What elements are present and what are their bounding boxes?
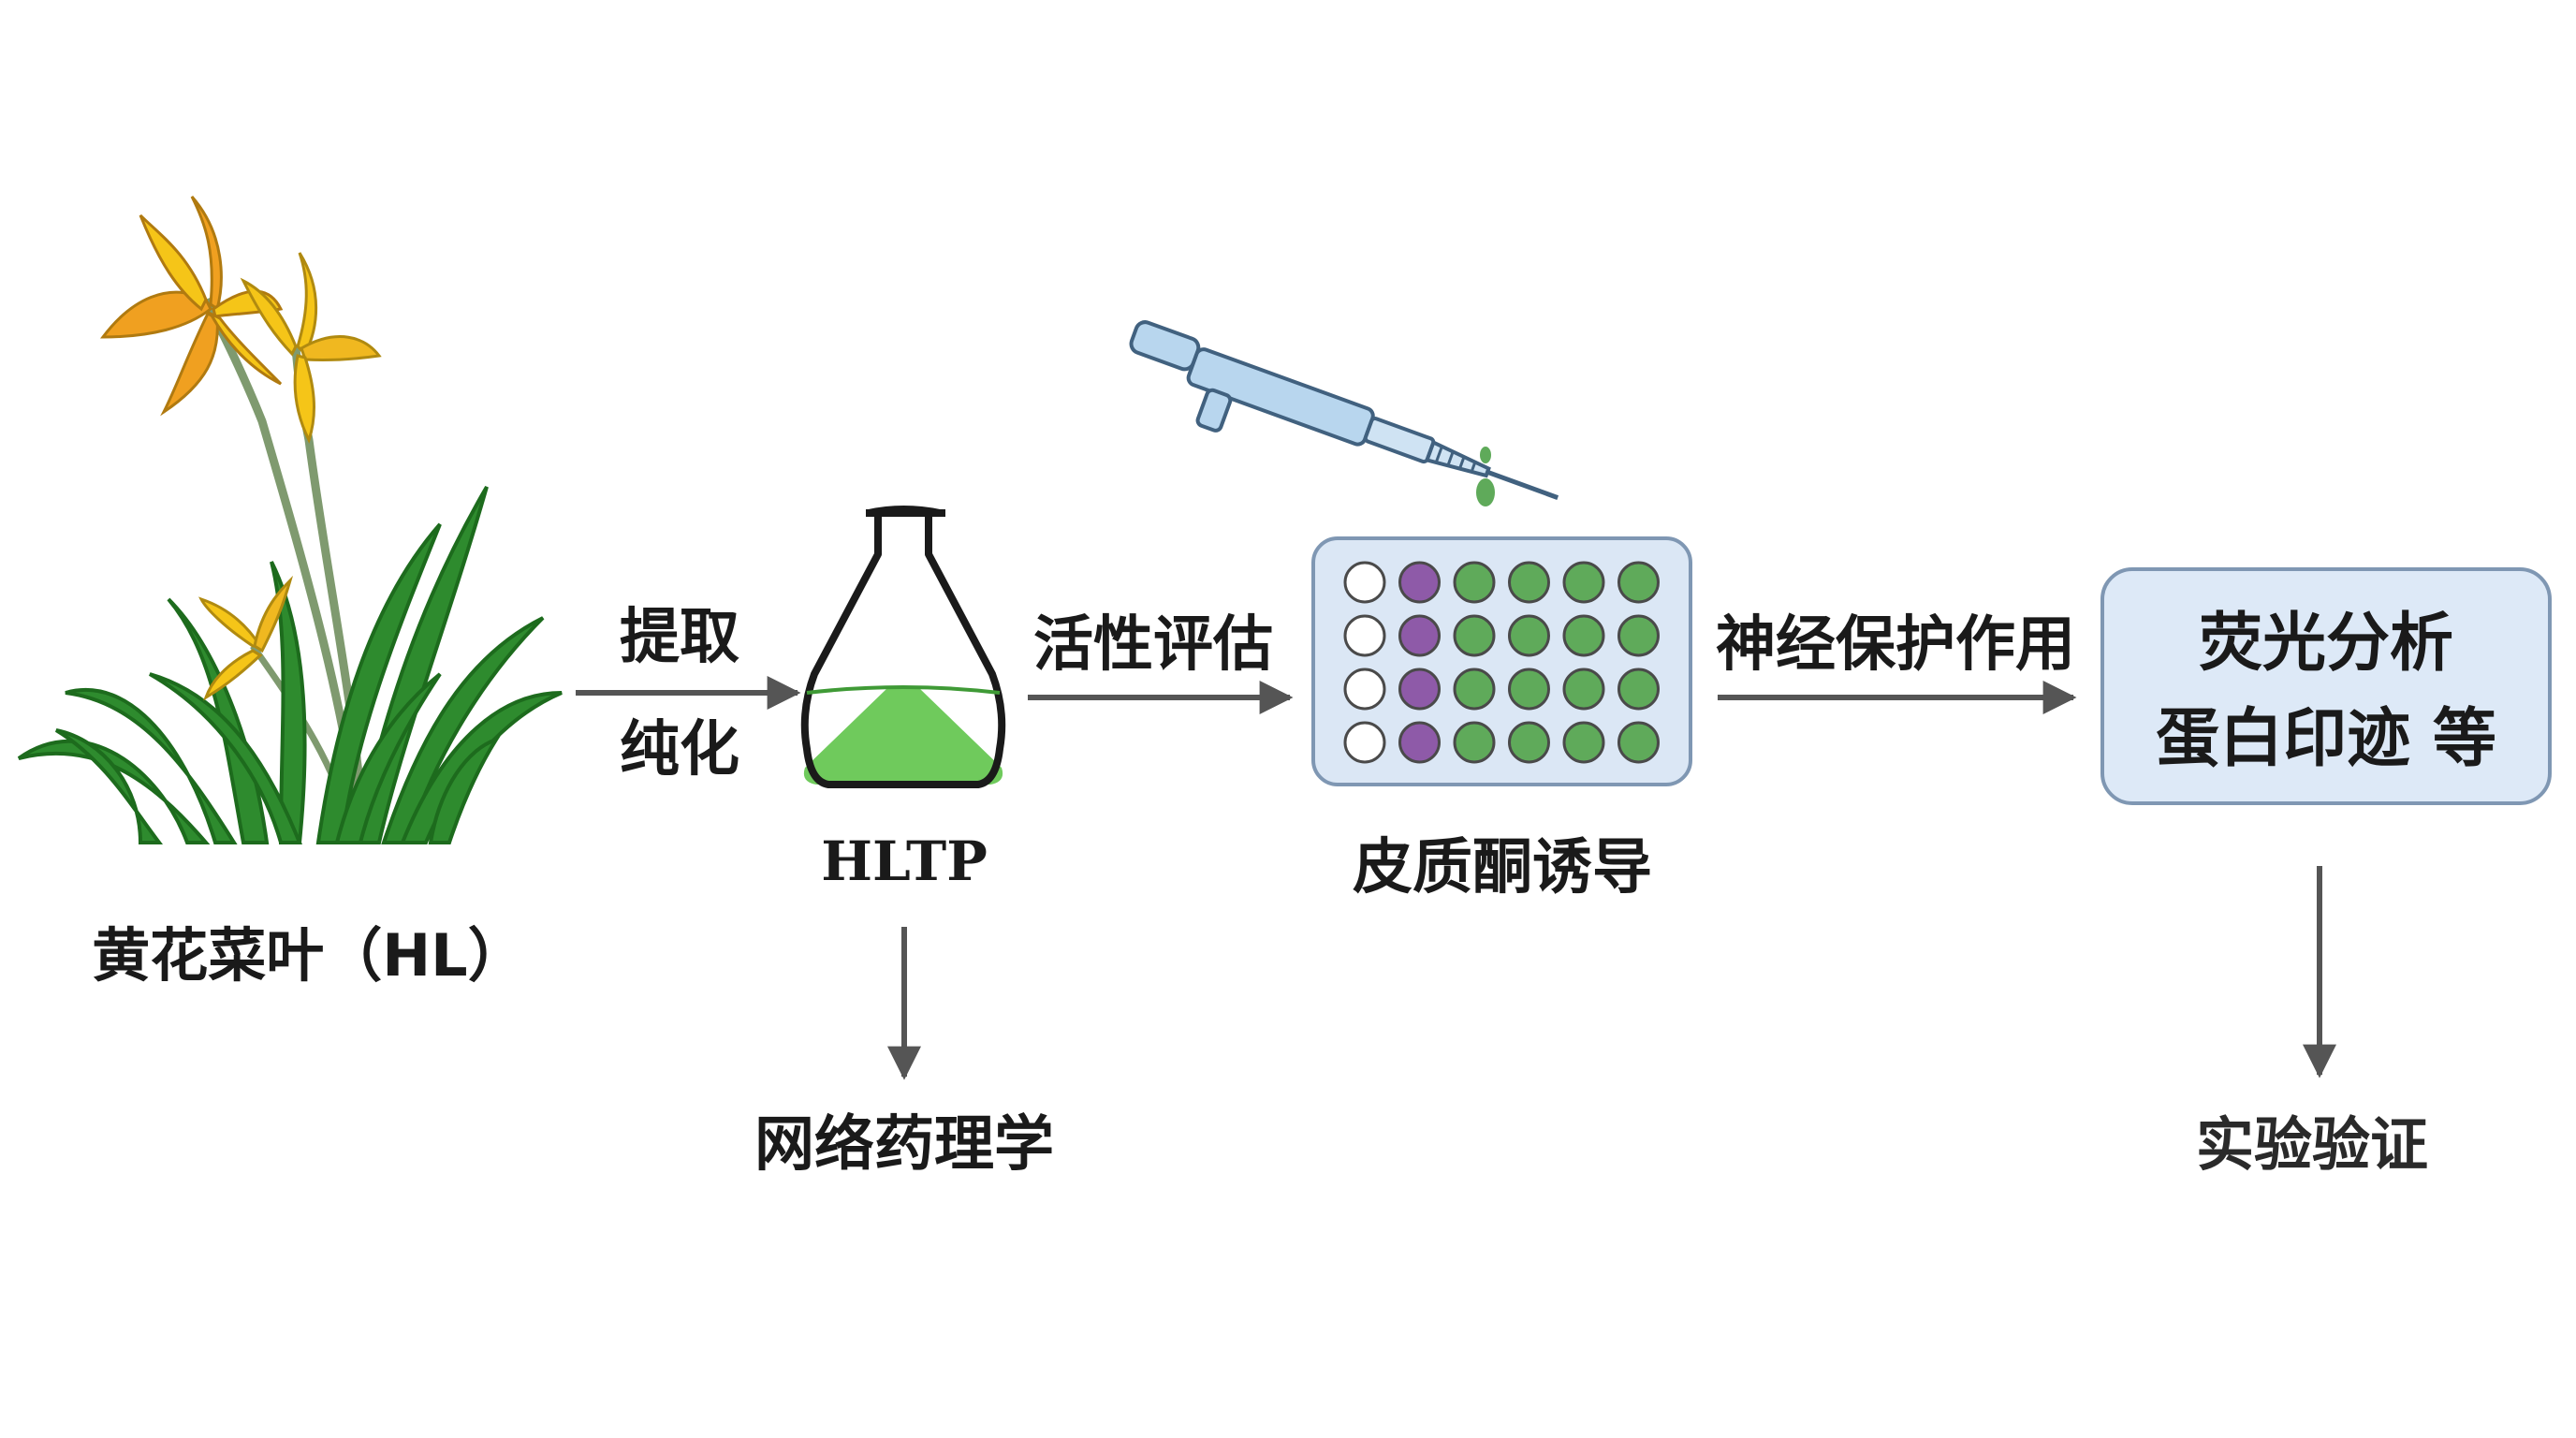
well-purple (1398, 721, 1441, 764)
pipette-icon (1129, 320, 1559, 500)
droplet-icon (1480, 447, 1491, 463)
well-green (1617, 668, 1660, 711)
erlenmeyer-flask-icon (800, 506, 1006, 788)
well-green (1562, 561, 1605, 604)
activity-label: 活性评估 (1033, 610, 1273, 680)
well-green (1453, 668, 1496, 711)
well-green (1617, 561, 1660, 604)
extract-label-line2: 纯化 (620, 715, 739, 785)
well-purple (1398, 561, 1441, 604)
well-green (1562, 721, 1605, 764)
extract-label-line1: 提取 (620, 603, 739, 672)
well-green (1617, 614, 1660, 657)
well-green (1562, 668, 1605, 711)
well-white (1343, 668, 1386, 711)
well-green (1508, 721, 1550, 764)
well-green (1453, 721, 1496, 764)
well-green (1453, 561, 1496, 604)
well-green (1562, 614, 1605, 657)
well-grid (1343, 561, 1660, 764)
well-green (1617, 721, 1660, 764)
neuro-label: 神经保护作用 (1716, 610, 2075, 680)
well-white (1343, 614, 1386, 657)
validation-label: 实验验证 (2196, 1110, 2428, 1179)
well-green (1453, 614, 1496, 657)
well-white (1343, 721, 1386, 764)
well-green (1508, 614, 1550, 657)
well-purple (1398, 668, 1441, 711)
assay-box-line2: 蛋白印迹 等 (2156, 702, 2496, 776)
daylily-plant-icon (17, 196, 563, 844)
assay-box (2100, 567, 2552, 805)
well-green (1508, 561, 1550, 604)
droplet-icon-large (1476, 478, 1495, 506)
well-green (1508, 668, 1550, 711)
network-label: 网络药理学 (754, 1110, 1054, 1180)
plant-label: 黄花菜叶（HL） (92, 921, 525, 990)
plate-label: 皮质酮诱导 (1353, 833, 1652, 902)
assay-box-line1: 荧光分析 (2199, 607, 2453, 681)
flask-label: HLTP (821, 829, 988, 893)
well-plate (1311, 536, 1692, 786)
well-purple (1398, 614, 1441, 657)
well-white (1343, 561, 1386, 604)
